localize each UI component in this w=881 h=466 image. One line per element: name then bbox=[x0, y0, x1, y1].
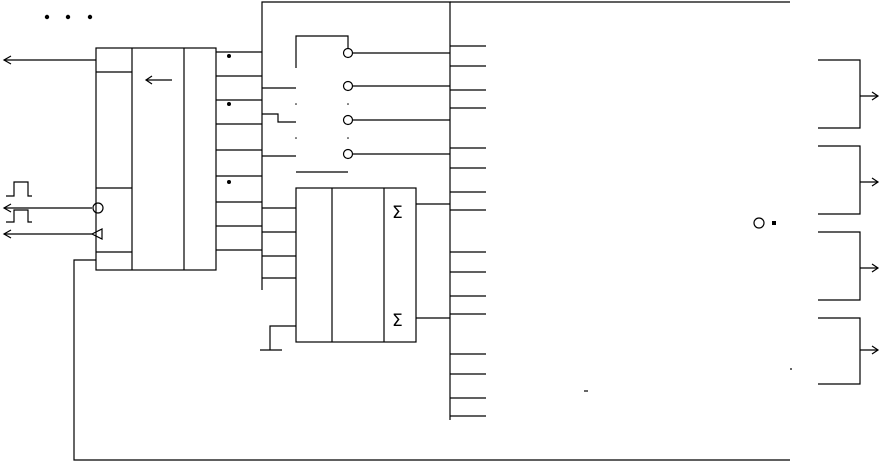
right-bracket-2 bbox=[818, 145, 880, 215]
right-bracket-4 bbox=[818, 317, 880, 385]
right-terminal-dot bbox=[772, 221, 776, 225]
central-bus bbox=[261, 1, 790, 420]
sigma-label-bottom: Σ bbox=[392, 311, 403, 331]
sigma-label-top: Σ bbox=[392, 203, 403, 223]
register-inner-arrow bbox=[144, 75, 172, 85]
pin-dots bbox=[227, 54, 231, 184]
switch-group bbox=[262, 35, 450, 173]
left-register-block bbox=[95, 47, 217, 271]
feedback-wire bbox=[73, 259, 790, 461]
left-output-arrows bbox=[2, 55, 96, 239]
bus-output-pins bbox=[450, 45, 486, 417]
register-output-pins bbox=[216, 51, 262, 251]
switch-small-dots bbox=[295, 103, 349, 139]
right-terminal-circle bbox=[753, 217, 765, 229]
right-bracket-3 bbox=[818, 231, 880, 301]
clock-pulse-icons bbox=[6, 181, 32, 223]
input-triangle bbox=[90, 228, 103, 240]
ellipsis-dots bbox=[44, 14, 93, 20]
summator-block bbox=[260, 187, 450, 351]
inverter-bubble bbox=[92, 202, 104, 214]
right-bracket-1 bbox=[818, 59, 880, 129]
